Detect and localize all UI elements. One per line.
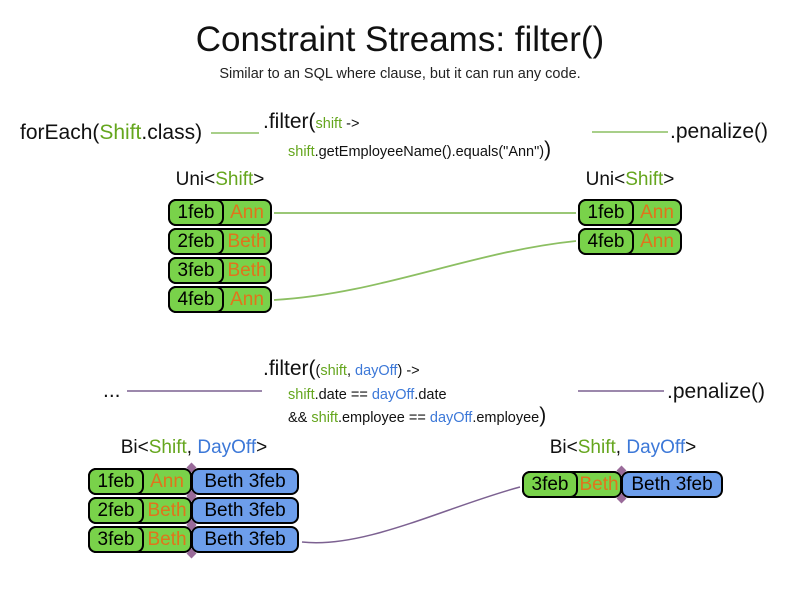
penalize2-code: .penalize() <box>667 380 766 403</box>
filter1-body: shift.getEmployeeName().equals("Ann")) <box>288 138 551 162</box>
shift-date: 1feb <box>88 468 144 495</box>
filter1-body-param: shift <box>288 144 315 160</box>
shift-employee: Beth <box>147 499 187 521</box>
page-title: Constraint Streams: filter() <box>195 20 605 59</box>
filter2-signature: .filter((shift, dayOff) -> <box>263 357 420 380</box>
filter1-method: .filter( <box>263 110 316 133</box>
foreach-pre: forEach( <box>20 121 100 144</box>
filter2-method: .filter( <box>263 357 316 380</box>
shift-row: Ann 1feb <box>578 199 682 226</box>
page-subtitle: Similar to an SQL where clause, but it c… <box>219 66 581 82</box>
uni-label-left: Uni<Shift> <box>175 169 265 190</box>
uni-table-left: Ann 1feb Beth 2feb Beth 3feb Ann 4feb <box>168 199 272 315</box>
dayoff-cell: Beth 3feb <box>621 471 723 498</box>
filter2-param2: dayOff <box>355 363 398 379</box>
bi-row: Beth 3feb Beth 3feb <box>522 465 723 504</box>
dayoff-cell: Beth 3feb <box>191 468 299 495</box>
penalize1-code: .penalize() <box>670 120 769 143</box>
filter2-arrow: -> <box>402 363 420 379</box>
shift-row: Ann 4feb <box>578 228 682 255</box>
shift-date: 2feb <box>168 228 224 255</box>
shift-date: 4feb <box>578 228 634 255</box>
shift-date: 1feb <box>168 199 224 226</box>
shift-row: Ann 1feb <box>168 199 272 226</box>
bi-row: Ann 1feb Beth 3feb <box>88 462 299 501</box>
shift-cell: Beth 3feb <box>522 471 622 498</box>
filter2-param1: shift <box>320 363 347 379</box>
filter1-param: shift <box>315 116 343 132</box>
shift-employee: Ann <box>640 230 674 252</box>
shift-row: Ann 4feb <box>168 286 272 313</box>
shift-employee: Ann <box>230 288 264 310</box>
bi-table-left: Ann 1feb Beth 3feb Beth 2feb Beth 3feb B… <box>88 462 299 559</box>
shift-cell: Beth 3feb <box>88 526 192 553</box>
bi-row: Beth 2feb Beth 3feb <box>88 491 299 530</box>
shift-employee: Beth <box>227 230 267 252</box>
shift-cell: Beth 2feb <box>88 497 192 524</box>
source-ellipsis: ... <box>103 379 121 402</box>
shift-employee: Beth <box>579 473 619 495</box>
shift-employee: Ann <box>230 201 264 223</box>
filter2-body-line2: && shift.employee == dayOff.employee) <box>288 404 547 427</box>
foreach-code: forEach(Shift.class) <box>20 121 202 145</box>
dayoff-cell: Beth 3feb <box>191 526 299 553</box>
filter1-body-rest: .getEmployeeName().equals("Ann") <box>314 144 545 160</box>
shift-date: 2feb <box>88 497 144 524</box>
uni-label-right: Uni<Shift> <box>585 169 675 190</box>
shift-date: 3feb <box>522 471 578 498</box>
shift-employee: Beth <box>227 259 267 281</box>
shift-cell: Ann 1feb <box>88 468 192 495</box>
filter1-signature: .filter(shift -> <box>263 110 359 134</box>
shift-date: 3feb <box>88 526 144 553</box>
filter1-body-close: ) <box>544 138 552 161</box>
shift-employee: Beth <box>147 528 187 550</box>
dayoff-cell: Beth 3feb <box>191 497 299 524</box>
shift-employee: Ann <box>150 470 184 492</box>
shift-date: 4feb <box>168 286 224 313</box>
filter2-body-line1: shift.date == dayOff.date <box>288 387 447 403</box>
foreach-type: Shift <box>99 121 142 144</box>
shift-employee: Ann <box>640 201 674 223</box>
bi-table-right: Beth 3feb Beth 3feb <box>522 465 723 504</box>
shift-date: 1feb <box>578 199 634 226</box>
foreach-post: .class) <box>141 121 203 144</box>
shift-date: 3feb <box>168 257 224 284</box>
shift-row: Beth 3feb <box>168 257 272 284</box>
bi-label-right: Bi<Shift, DayOff> <box>549 437 697 458</box>
bi-label-left: Bi<Shift, DayOff> <box>120 437 268 458</box>
filter1-arrow: -> <box>342 116 360 132</box>
bi-row: Beth 3feb Beth 3feb <box>88 520 299 559</box>
shift-row: Beth 2feb <box>168 228 272 255</box>
uni-table-right: Ann 1feb Ann 4feb <box>578 199 682 257</box>
